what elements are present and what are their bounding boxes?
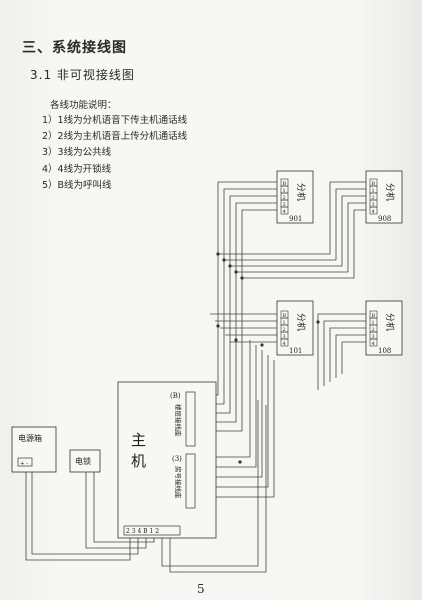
line-item: 1）1线为分机语音下传主机通话线 — [42, 115, 188, 126]
terminal-pin-label: B — [283, 313, 287, 319]
floor-connector-tag: (B) — [170, 392, 181, 400]
line-item: 3）3线为公共线 — [42, 147, 112, 159]
wire — [242, 209, 370, 279]
host-label-char-1: 主 — [131, 431, 146, 449]
section-title: 三、系统接线图 — [22, 40, 127, 56]
wire — [196, 360, 275, 498]
wire — [196, 350, 263, 478]
wire — [341, 341, 370, 374]
terminal-pin-label: 3 — [283, 202, 286, 208]
bottom-terminal-block — [123, 525, 181, 536]
wire — [236, 202, 370, 273]
sub-title: 3.1 非可视接线图 — [30, 68, 135, 82]
wire — [218, 181, 370, 255]
host-unit: 主 机 (B) 楼层接线座 (3) 房号接线座 2 3 4 B 1 2 — [117, 381, 217, 539]
wire — [224, 188, 370, 261]
room-connector-tag: (3) — [172, 455, 182, 463]
terminal-pin-label: 4 — [372, 209, 375, 215]
power-box-label: 电源箱 — [18, 433, 42, 443]
extension-number: 908 — [378, 215, 391, 223]
junction-dot — [316, 320, 320, 324]
terminal-pin-label: 1 — [372, 188, 375, 194]
junction-dot — [234, 270, 238, 274]
line-description-list: 1）1线为分机语音下传主机通话线 2）2线为主机语音上传分机通话线 3）3线为公… — [42, 113, 187, 194]
terminal-pin-label: 1 — [283, 188, 286, 194]
terminal-pin-label: B — [283, 181, 287, 187]
terminal-pin — [369, 206, 378, 215]
terminal-pin-label: 2 — [283, 195, 286, 201]
room-connector-label: 房号接线座 — [174, 466, 183, 499]
junction-dot — [216, 252, 220, 256]
room-terminal-block — [185, 453, 196, 509]
junction-dot — [260, 343, 264, 347]
junction-dot — [234, 338, 238, 342]
terminal-pin-label: 3 — [372, 334, 375, 340]
wire — [323, 320, 370, 386]
line-item: 2）2线为主机语音上传分机通话线 — [42, 131, 188, 143]
extension-number: 101 — [289, 347, 302, 355]
wire — [169, 405, 267, 573]
wire — [161, 400, 259, 567]
terminal-pin-label: 3 — [372, 202, 375, 208]
wire — [25, 466, 131, 561]
extension-label: 分机 — [384, 183, 396, 201]
terminal-pin — [280, 338, 289, 347]
junction-dot — [240, 276, 244, 280]
terminal-pin-label: 4 — [283, 209, 286, 215]
wire — [317, 313, 370, 390]
electric-lock: 电锁 — [69, 449, 101, 473]
junction-dot — [216, 324, 220, 328]
wire — [196, 355, 269, 488]
terminal-pin-label: 1 — [283, 320, 286, 326]
wire — [230, 195, 370, 267]
terminal-pin-label: 4 — [283, 341, 286, 347]
junction-dot — [238, 460, 242, 464]
wire — [85, 472, 147, 549]
wire — [196, 209, 281, 432]
terminal-pin-label: 2 — [283, 327, 286, 333]
junction-dot — [222, 258, 226, 262]
extension-label: 分机 — [295, 313, 307, 331]
bottom-terminal-labels: 2 3 4 B 1 2 — [126, 528, 159, 535]
terminal-pin-label: 3 — [283, 334, 286, 340]
wire — [31, 466, 139, 555]
terminal-pin-label: 2 — [372, 327, 375, 333]
line-description-title: 各线功能说明： — [50, 100, 117, 111]
terminal-pin-label: 1 — [372, 320, 375, 326]
terminal-pin — [280, 206, 289, 215]
terminal-pin-label: 4 — [372, 341, 375, 347]
extension-number: 108 — [378, 347, 391, 355]
wire — [335, 334, 370, 378]
host-label-char-2: 机 — [131, 452, 146, 470]
lock-label: 电锁 — [75, 456, 91, 466]
page-number: 5 — [197, 582, 205, 596]
line-item: 4）4线为开锁线 — [42, 163, 112, 175]
power-box: 电源箱 + - — [11, 426, 57, 473]
wire — [93, 472, 155, 543]
extension-label: 分机 — [295, 183, 307, 201]
line-item: 5）B线为呼叫线 — [42, 179, 112, 191]
terminal-pin — [369, 338, 378, 347]
extension-number: 901 — [289, 215, 302, 223]
terminal-pin-label: 2 — [372, 195, 375, 201]
power-terminal-marks: + - — [20, 461, 28, 467]
extension-label: 分机 — [384, 313, 396, 331]
floor-terminal-block — [185, 391, 196, 447]
terminal-pin-label: B — [372, 313, 376, 319]
terminal-pin-label: B — [372, 181, 376, 187]
wire — [329, 327, 370, 382]
floor-connector-label: 楼层接线座 — [174, 404, 183, 437]
junction-dot — [228, 264, 232, 268]
